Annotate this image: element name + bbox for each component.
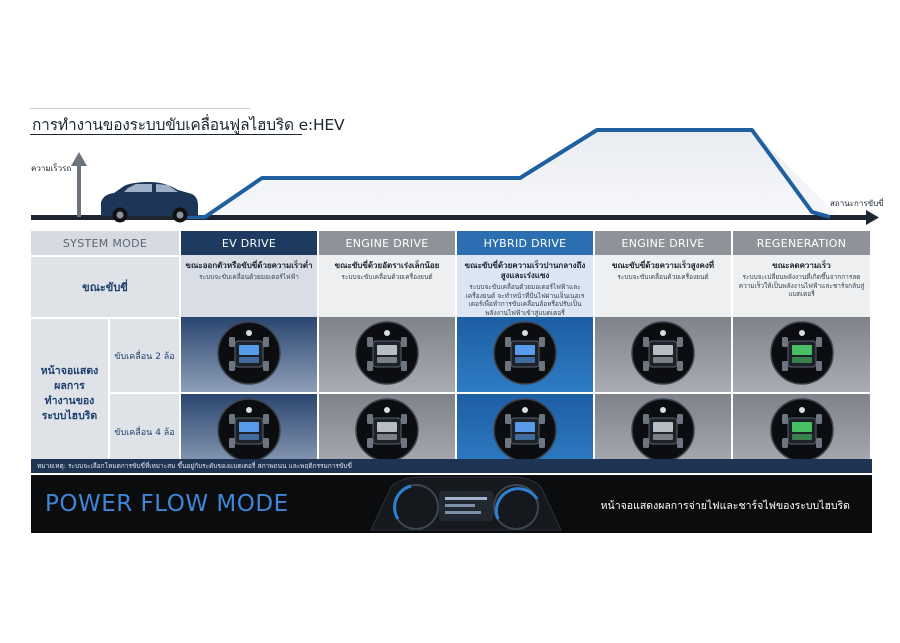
mode-description-body: ระบบจะขับเคลื่อนด้วยเครื่องยนต์	[341, 273, 433, 281]
mode-header-engine-drive: ENGINE DRIVE	[319, 231, 457, 255]
speed-flow-diagram	[31, 128, 879, 225]
system-mode-table: SYSTEM MODE EV DRIVE ENGINE DRIVE HYBRID…	[31, 231, 872, 469]
title-underline	[30, 134, 302, 135]
speed-axis-label: ความเร็วรถ	[31, 164, 72, 173]
title-top-rule	[30, 108, 250, 109]
mode-description-engine-drive: ขณะขับขี่ด้วยอัตราเร่งเล็กน้อย ระบบจะขับ…	[319, 255, 457, 317]
mode-description-regeneration: ขณะลดความเร็ว ระบบจะเปลี่ยนพลังงานที่เกิ…	[733, 255, 872, 317]
power-flow-icon	[354, 397, 420, 467]
mode-header-regeneration: REGENERATION	[733, 231, 872, 255]
power-flow-icon	[769, 397, 835, 467]
while-driving-label: ขณะขับขี่	[31, 255, 181, 317]
instrument-cluster-icon	[370, 476, 562, 531]
mode-description-title: ขณะขับขี่ด้วยความเร็วปานกลางถึงสูงและเร่…	[464, 261, 586, 280]
power-flow-badge	[493, 397, 557, 462]
power-flow-icon	[630, 320, 696, 390]
two-wheel-drive-label: ขับเคลื่อน 2 ล้อ	[110, 317, 181, 392]
power-flow-badge	[631, 397, 695, 462]
page-title: การทำงานของระบบขับเคลื่อนฟูลไฮบริด e:HEV	[32, 116, 345, 134]
speed-axis-arrow-icon	[71, 152, 87, 166]
footnote: หมายเหตุ: ระบบจะเลือกโหมดการขับขี่ที่เหม…	[31, 459, 872, 473]
power-flow-4wd-hybrid	[457, 392, 595, 469]
power-flow-icon	[216, 397, 282, 467]
power-flow-2wd-hybrid	[457, 317, 595, 392]
speed-area	[205, 130, 840, 218]
mode-description-title: ขณะขับขี่ด้วยอัตราเร่งเล็กน้อย	[334, 261, 440, 270]
power-flow-4wd-engine-high	[595, 392, 733, 469]
mode-description-body: ระบบจะเปลี่ยนพลังงานที่เกิดขึ้นจากการลดค…	[738, 273, 865, 298]
power-flow-4wd-ev	[181, 392, 319, 469]
power-flow-icon	[769, 320, 835, 390]
power-flow-badge	[769, 320, 834, 385]
power-flow-2wd-engine	[319, 317, 457, 392]
speed-line	[180, 128, 831, 219]
power-flow-icon	[492, 397, 558, 467]
screen-display-label: หน้าจอแสดงผลการทำงานของระบบไฮบริด	[31, 317, 110, 469]
state-axis-label: สถานะการขับขี่	[830, 199, 884, 208]
power-flow-2wd-engine-high	[595, 317, 733, 392]
mode-header-ev-drive: EV DRIVE	[181, 231, 319, 255]
mode-description-title: ขณะลดความเร็ว	[772, 261, 831, 270]
power-flow-4wd-engine	[319, 392, 457, 469]
mode-description-body: ระบบจะขับเคลื่อนด้วยเครื่องยนต์	[617, 273, 709, 281]
power-flow-icon	[216, 320, 282, 390]
power-flow-2wd-regeneration	[733, 317, 872, 392]
power-flow-badge	[631, 320, 695, 385]
mode-description-engine-drive-high: ขณะขับขี่ด้วยความเร็วสูงคงที่ ระบบจะขับเ…	[595, 255, 733, 317]
ground-bar	[31, 215, 869, 220]
mode-header-engine-drive-high: ENGINE DRIVE	[595, 231, 733, 255]
power-flow-badge	[769, 397, 834, 462]
power-flow-banner: POWER FLOW MODE หน้าจอแสดงผลการจ่ายไฟและ…	[31, 475, 872, 533]
power-flow-badge	[493, 320, 557, 385]
four-wheel-drive-label: ขับเคลื่อน 4 ล้อ	[110, 392, 181, 469]
mode-description-ev-drive: ขณะออกตัวหรือขับขี่ด้วยความเร็วต่ำ ระบบจ…	[181, 255, 319, 317]
mode-description-body: ระบบจะขับเคลื่อนด้วยมอเตอร์ไฟฟ้าและเครื่…	[465, 283, 585, 317]
power-flow-icon	[354, 320, 420, 390]
system-mode-header: SYSTEM MODE	[31, 231, 181, 255]
state-axis-arrow-icon	[866, 210, 879, 225]
power-flow-badge	[355, 397, 419, 462]
power-flow-badge	[217, 320, 281, 385]
power-flow-2wd-ev	[181, 317, 319, 392]
power-flow-icon	[492, 320, 558, 390]
power-flow-badge	[217, 397, 281, 462]
power-flow-icon	[630, 397, 696, 467]
power-flow-4wd-regeneration	[733, 392, 872, 469]
mode-description-hybrid-drive: ขณะขับขี่ด้วยความเร็วปานกลางถึงสูงและเร่…	[457, 255, 595, 317]
mode-header-hybrid-drive: HYBRID DRIVE	[457, 231, 595, 255]
power-flow-mode-description: หน้าจอแสดงผลการจ่ายไฟและชาร์จไฟของระบบไฮ…	[600, 500, 850, 512]
mode-description-body: ระบบจะขับเคลื่อนด้วยมอเตอร์ไฟฟ้า	[199, 273, 299, 281]
car-icon	[101, 182, 198, 223]
power-flow-badge	[355, 320, 419, 385]
power-flow-mode-title: POWER FLOW MODE	[45, 491, 289, 517]
mode-description-title: ขณะขับขี่ด้วยความเร็วสูงคงที่	[611, 261, 715, 270]
mode-description-title: ขณะออกตัวหรือขับขี่ด้วยความเร็วต่ำ	[185, 261, 313, 270]
